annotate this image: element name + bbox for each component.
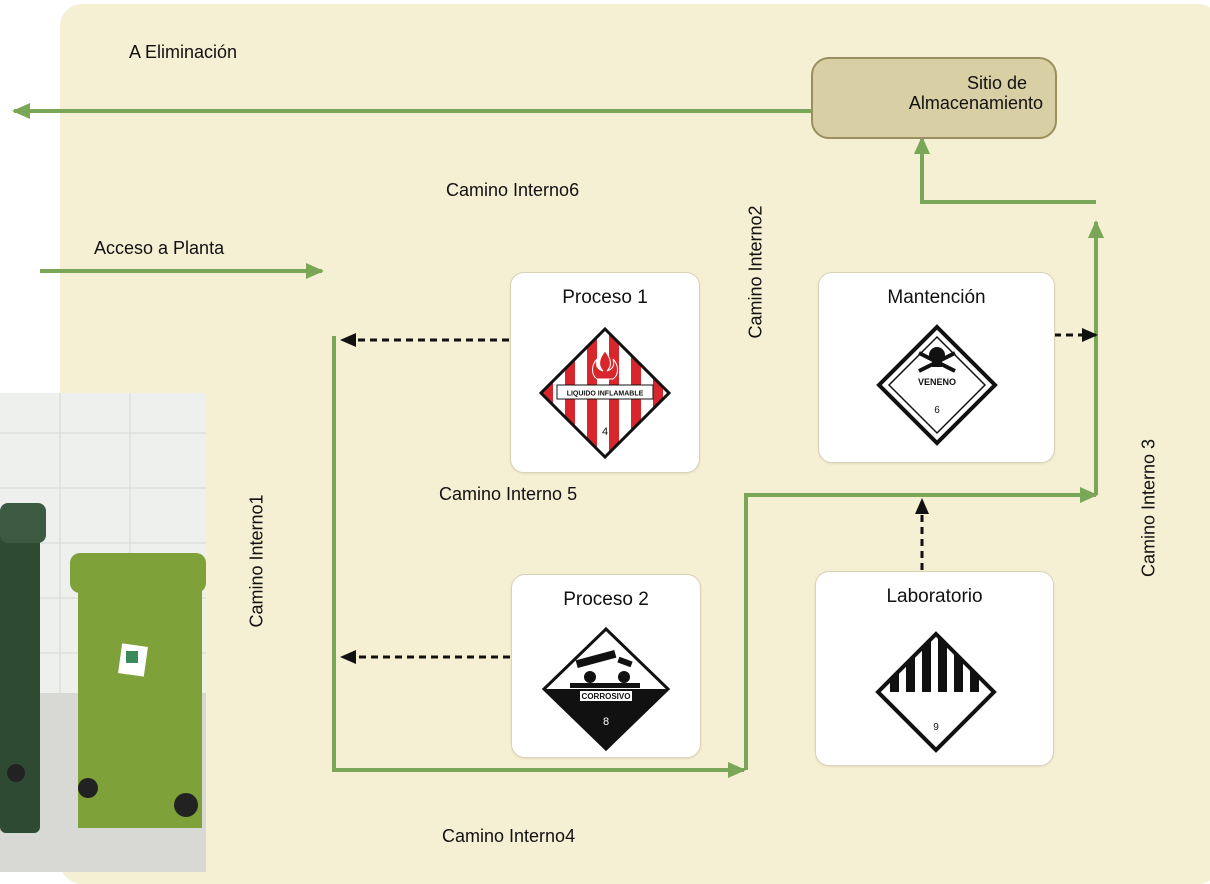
laboratory-title: Laboratorio <box>886 586 983 607</box>
plant-access-label: Acceso a Planta <box>94 238 225 258</box>
storage-line-1: Sitio de <box>966 73 1027 93</box>
process-1-title: Proceso 1 <box>562 287 648 308</box>
svg-text:8: 8 <box>603 716 609 728</box>
road-4-label: Camino Interno4 <box>442 826 576 846</box>
road-5-label: Camino Interno 5 <box>439 484 578 504</box>
road-3-label: Camino Interno 3 <box>1138 438 1159 578</box>
corrosive-sign-icon: CORROSIVO 8 <box>541 626 671 752</box>
svg-text:VENENO: VENENO <box>918 377 956 387</box>
flammable-sign-icon: LIQUIDO INFLAMABLE 4 <box>538 326 672 460</box>
svg-text:9: 9 <box>933 722 939 733</box>
misc-hazard-sign-icon: 9 <box>875 631 997 753</box>
process-1-box: Proceso 1 LIQUIDO INFLAMABLE 4 <box>510 272 700 473</box>
svg-text:4: 4 <box>602 426 608 438</box>
road-1-4-path <box>332 336 746 778</box>
poison-sign-icon: VENENO 6 <box>876 324 998 446</box>
maintenance-box: Mantención VENENO 6 <box>818 272 1055 463</box>
bins-illustration <box>0 393 206 872</box>
waste-bins-photo <box>0 393 206 872</box>
disposal-label: A Eliminación <box>129 42 238 62</box>
process-2-box: Proceso 2 CORROSIVO 8 <box>511 574 701 758</box>
process-2-title: Proceso 2 <box>563 589 649 610</box>
svg-text:CORROSIVO: CORROSIVO <box>582 692 631 701</box>
maintenance-title: Mantención <box>887 287 986 308</box>
road-5-path <box>744 487 1098 770</box>
storage-site-box: Sitio de Almacenamiento <box>811 57 1057 139</box>
svg-text:LIQUIDO INFLAMABLE: LIQUIDO INFLAMABLE <box>567 391 644 398</box>
storage-line-2: Almacenamiento <box>908 93 1043 113</box>
road-1-label: Camino Interno1 <box>246 494 267 628</box>
road-2-label: Camino Interno2 <box>745 205 766 339</box>
road-6-label: Camino Interno6 <box>446 180 580 200</box>
laboratory-box: Laboratorio 9 <box>815 571 1054 766</box>
svg-text:6: 6 <box>934 405 940 416</box>
storage-connector-path <box>914 136 1096 204</box>
